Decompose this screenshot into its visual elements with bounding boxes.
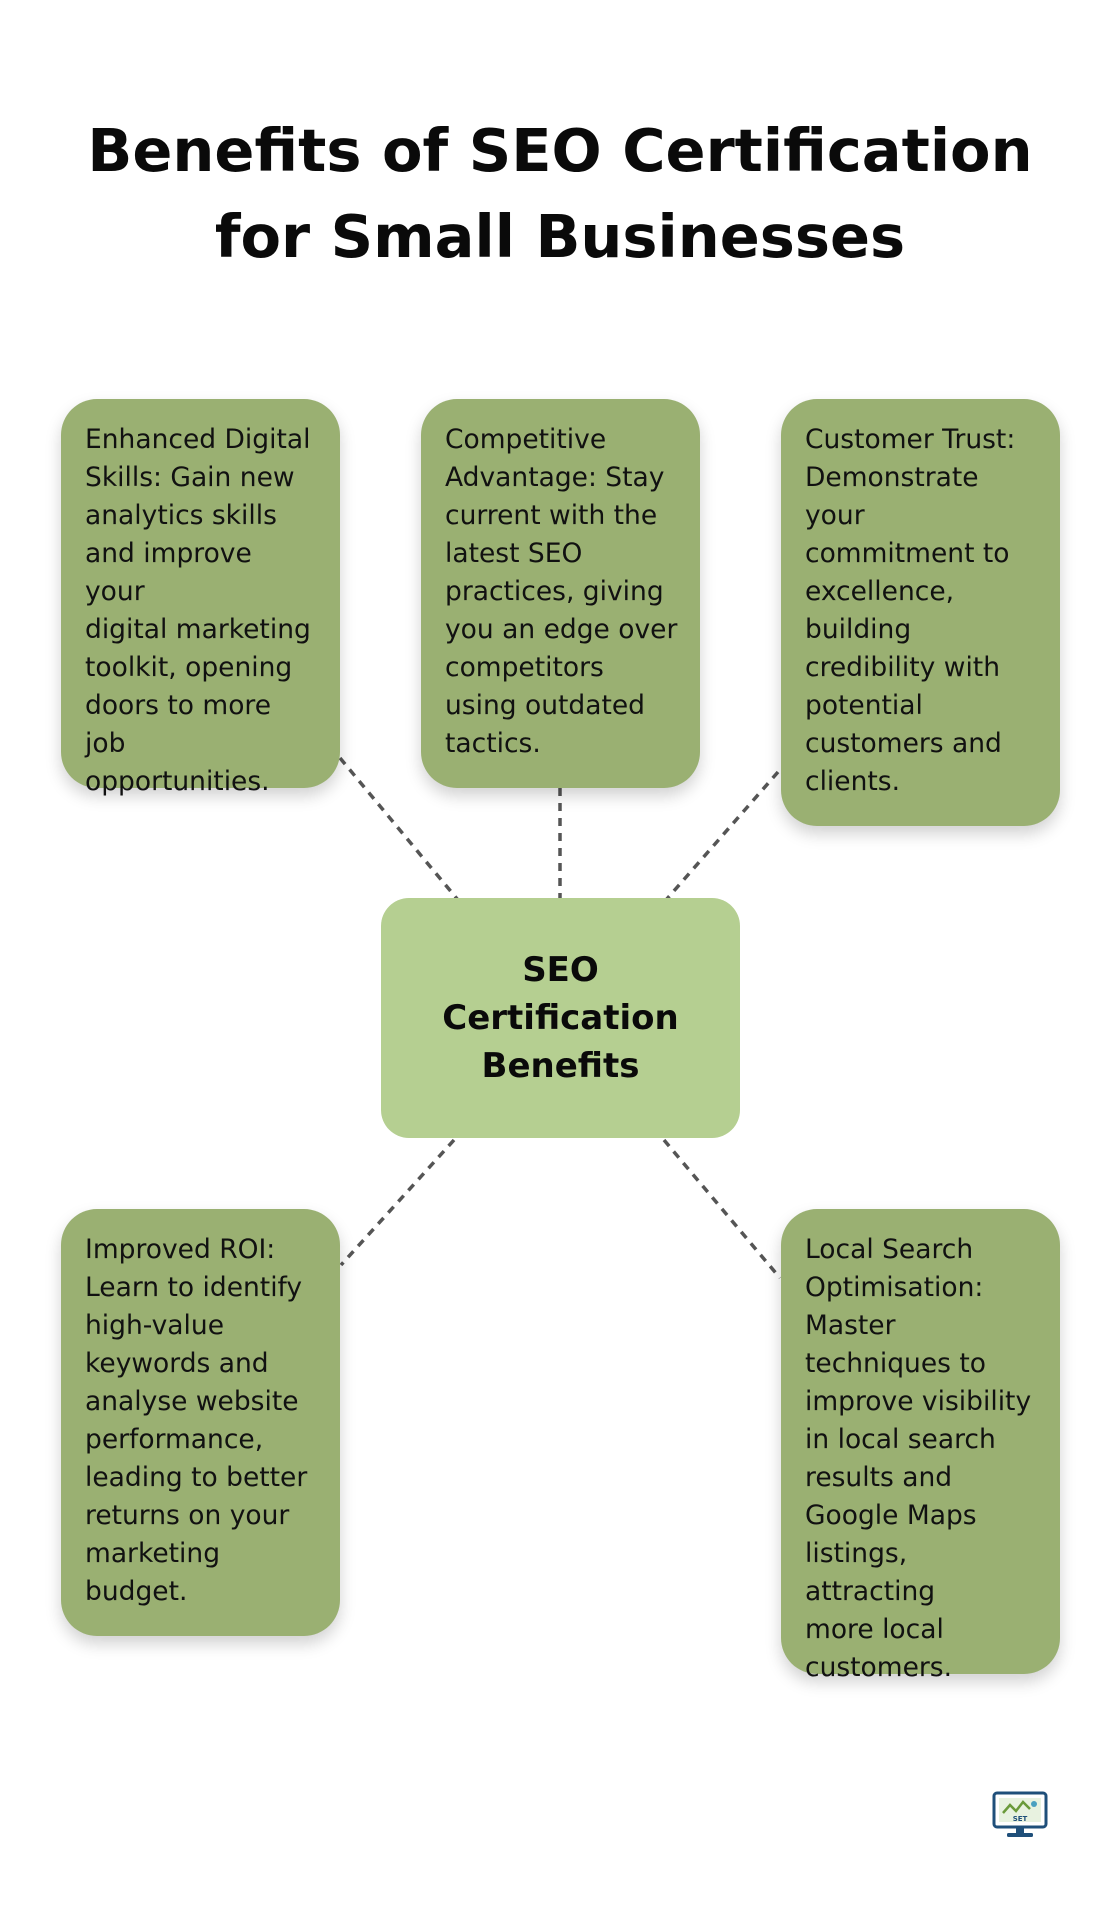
center-line-2: Certification <box>442 998 679 1038</box>
benefit-card-improved-roi: Improved ROI: Learn to identify high-val… <box>61 1209 340 1636</box>
center-line-1: SEO <box>522 950 599 990</box>
benefit-card-text: Competitive Advantage: Stay current with… <box>445 424 678 759</box>
benefit-card-enhanced-digital-skills: Enhanced Digital Skills: Gain new analyt… <box>61 399 340 797</box>
benefit-card-text: Customer Trust: Demonstrate your commitm… <box>805 424 1016 797</box>
title-line-2: for Small Businesses <box>214 202 906 271</box>
center-node-seo-certification-benefits: SEO Certification Benefits <box>381 898 740 1138</box>
benefit-card-local-search-optimisation: Local Search Optimisation: Master techni… <box>781 1209 1060 1683</box>
connector-local <box>662 1138 782 1280</box>
connector-roi <box>339 1138 456 1267</box>
benefit-card-text: Enhanced Digital Skills: Gain new analyt… <box>85 424 311 797</box>
benefit-card-text: Improved ROI: Learn to identify high-val… <box>85 1234 308 1607</box>
center-node-label: SEO Certification Benefits <box>442 946 678 1090</box>
connector-skills <box>338 756 460 902</box>
logo-label: SET <box>1013 1815 1028 1823</box>
connector-trust <box>664 770 780 902</box>
benefit-card-competitive-advantage: Competitive Advantage: Stay current with… <box>421 399 700 788</box>
page-title: Benefits of SEO Certification for Small … <box>0 108 1120 280</box>
computer-monitor-logo-icon: SET <box>992 1791 1048 1837</box>
center-line-3: Benefits <box>481 1046 640 1086</box>
benefit-card-text: Local Search Optimisation: Master techni… <box>805 1234 1032 1683</box>
title-line-1: Benefits of SEO Certification <box>87 116 1033 185</box>
benefit-card-customer-trust: Customer Trust: Demonstrate your commitm… <box>781 399 1060 826</box>
